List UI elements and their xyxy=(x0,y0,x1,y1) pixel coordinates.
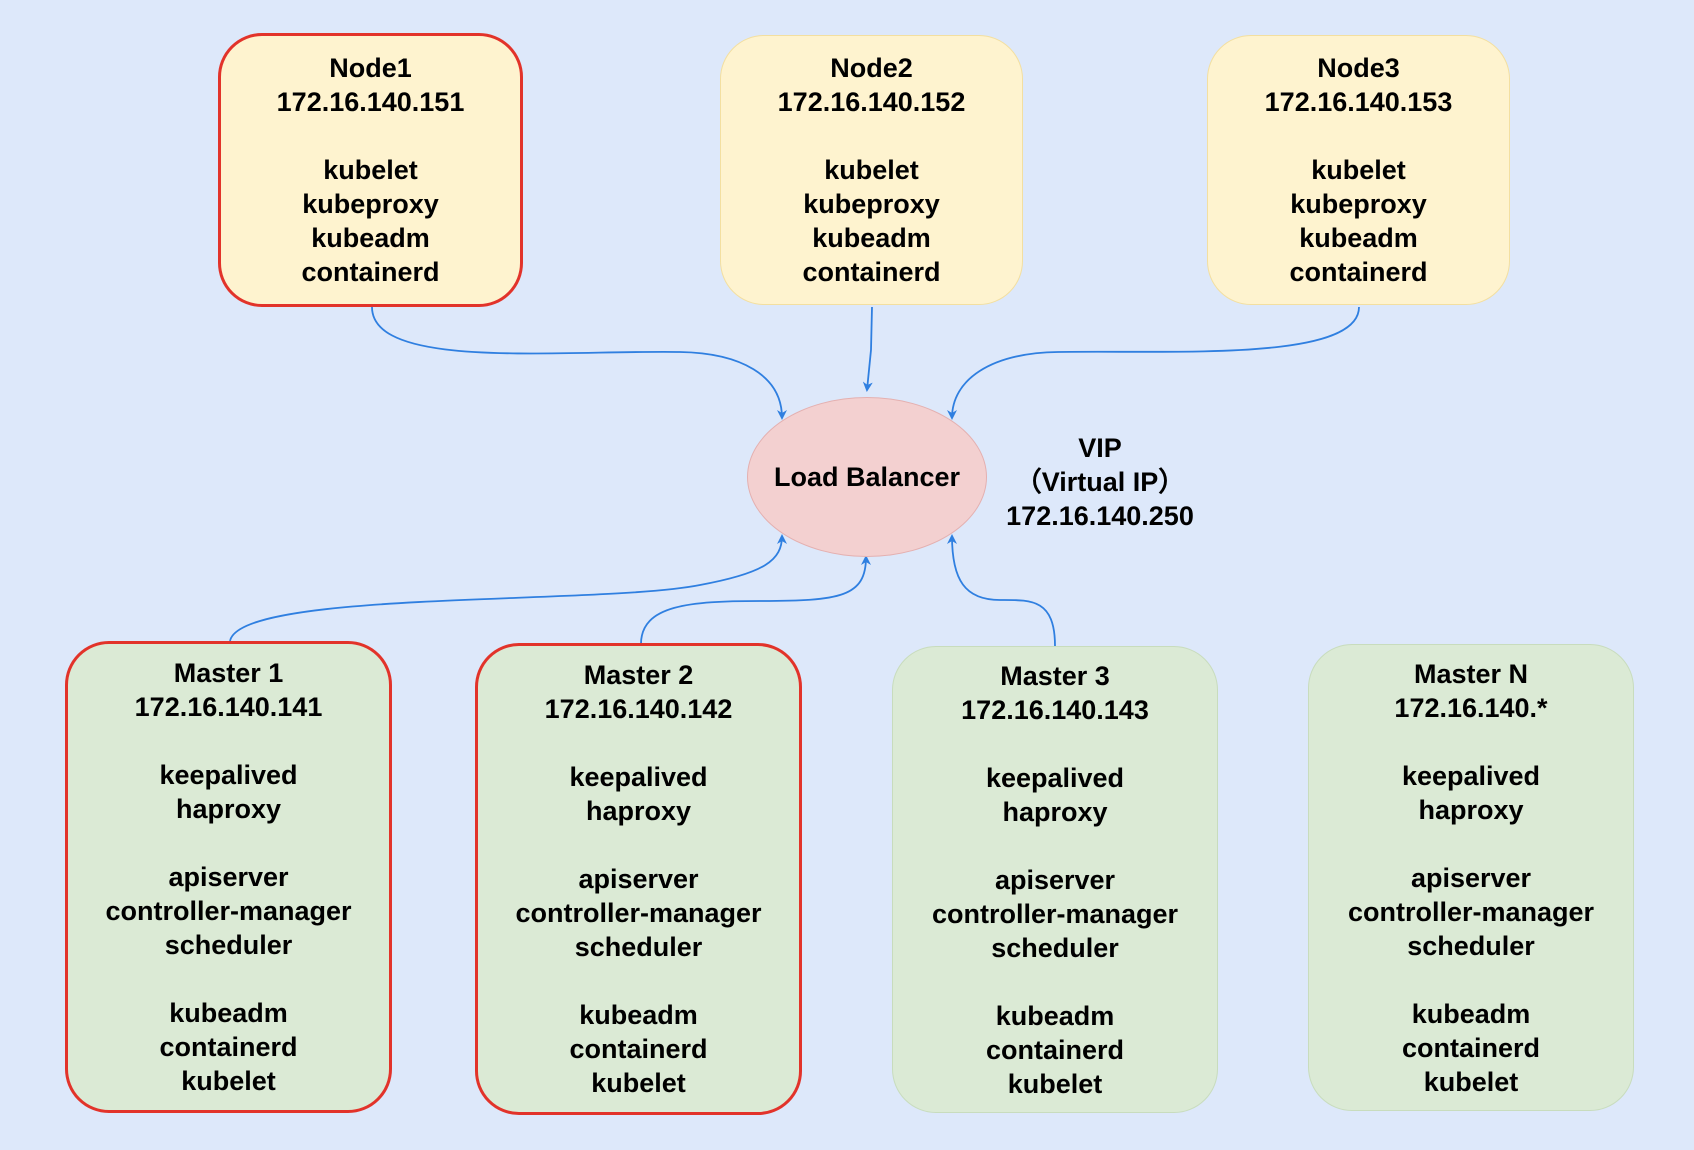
node-component: kubelet xyxy=(1311,155,1406,185)
node-box-node2: Node2 172.16.140.152 kubelet kubeproxy k… xyxy=(720,35,1023,305)
master-component: kubelet xyxy=(181,1066,276,1096)
edge-node2-to-lb xyxy=(862,306,873,392)
master-component: scheduler xyxy=(574,932,703,962)
master-component: keepalived xyxy=(985,762,1125,793)
node-ip: 172.16.140.152 xyxy=(777,87,966,117)
master-component: controller-manager xyxy=(515,898,762,928)
master-component: containerd xyxy=(1401,1032,1541,1063)
node-name: Node3 xyxy=(1317,53,1400,83)
node-name: Node1 xyxy=(329,53,412,83)
edge-master3-to-lb xyxy=(947,534,1056,647)
master-component: kubelet xyxy=(1007,1068,1103,1099)
edge-node1-to-lb xyxy=(371,306,787,420)
master-box-master3: Master 3 172.16.140.143 keepalived hapro… xyxy=(892,646,1218,1113)
master-box-mastern: Master N 172.16.140.* keepalived haproxy… xyxy=(1308,644,1634,1111)
node-component: kubeadm xyxy=(311,223,430,253)
vip-annotation: VIP （Virtual IP） 172.16.140.250 xyxy=(990,431,1210,533)
master-component: kubeadm xyxy=(995,1000,1115,1031)
master-component: haproxy xyxy=(1418,794,1524,825)
load-balancer: Load Balancer xyxy=(747,397,987,557)
master-component: kubelet xyxy=(1423,1066,1519,1097)
master-name: Master N xyxy=(1413,658,1529,689)
edge-master2-to-lb xyxy=(640,555,871,645)
node-name: Node2 xyxy=(830,53,913,83)
master-component: apiserver xyxy=(994,864,1116,895)
master-component: containerd xyxy=(985,1034,1125,1065)
master-ip: 172.16.140.* xyxy=(1394,692,1548,723)
node-component: kubeproxy xyxy=(803,189,940,219)
master-component: scheduler xyxy=(1407,930,1535,961)
master-name: Master 2 xyxy=(583,660,694,690)
master-component: keepalived xyxy=(159,760,298,790)
master-component: controller-manager xyxy=(105,896,352,926)
node-component: containerd xyxy=(1289,257,1428,287)
master-component: keepalived xyxy=(569,762,708,792)
master-box-master1: Master 1 172.16.140.141 keepalived hapro… xyxy=(65,641,392,1113)
load-balancer-label: Load Balancer xyxy=(773,461,961,492)
master-component: scheduler xyxy=(164,930,293,960)
edge-master1-to-lb xyxy=(229,534,787,642)
node-ip: 172.16.140.151 xyxy=(276,87,465,117)
master-component: scheduler xyxy=(991,932,1119,963)
node-component: kubelet xyxy=(323,155,418,185)
master-box-master2: Master 2 172.16.140.142 keepalived hapro… xyxy=(475,643,802,1115)
master-ip: 172.16.140.141 xyxy=(134,692,323,722)
master-component: kubeadm xyxy=(169,998,288,1028)
master-name: Master 3 xyxy=(1000,660,1110,691)
node-component: kubelet xyxy=(824,155,919,185)
master-component: apiserver xyxy=(1410,862,1532,893)
master-component: apiserver xyxy=(168,862,289,892)
vip-subtitle: （Virtual IP） xyxy=(1014,467,1186,497)
master-ip: 172.16.140.143 xyxy=(961,694,1149,725)
master-component: containerd xyxy=(569,1034,708,1064)
node-component: kubeadm xyxy=(1299,223,1418,253)
node-box-node3: Node3 172.16.140.153 kubelet kubeproxy k… xyxy=(1207,35,1510,305)
vip-title: VIP xyxy=(1078,433,1122,463)
master-component: haproxy xyxy=(1002,796,1108,827)
node-component: kubeproxy xyxy=(302,189,439,219)
master-component: controller-manager xyxy=(931,898,1179,929)
master-component: containerd xyxy=(159,1032,298,1062)
node-component: containerd xyxy=(301,257,440,287)
master-ip: 172.16.140.142 xyxy=(544,694,733,724)
master-component: haproxy xyxy=(585,796,692,826)
node-box-node1: Node1 172.16.140.151 kubelet kubeproxy k… xyxy=(218,33,523,307)
master-component: controller-manager xyxy=(1347,896,1595,927)
node-component: kubeproxy xyxy=(1290,189,1427,219)
master-component: apiserver xyxy=(578,864,699,894)
vip-address: 172.16.140.250 xyxy=(1006,501,1194,531)
master-name: Master 1 xyxy=(173,658,284,688)
master-component: kubeadm xyxy=(579,1000,698,1030)
node-component: kubeadm xyxy=(812,223,931,253)
master-component: haproxy xyxy=(175,794,282,824)
master-component: kubelet xyxy=(591,1068,686,1098)
edge-node3-to-lb xyxy=(947,306,1360,420)
master-component: kubeadm xyxy=(1411,998,1531,1029)
node-ip: 172.16.140.153 xyxy=(1264,87,1453,117)
node-component: containerd xyxy=(802,257,941,287)
master-component: keepalived xyxy=(1401,760,1541,791)
